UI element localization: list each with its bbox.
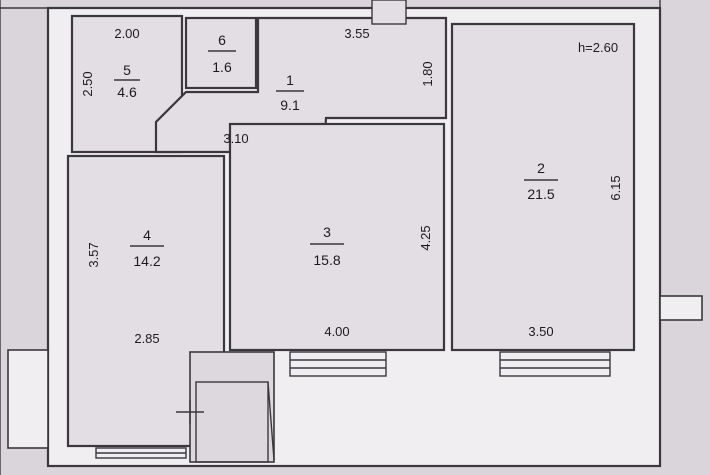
dim-room4-height: 3.57: [86, 242, 101, 267]
room-5-number: 5: [123, 62, 131, 78]
window-room3: [289, 351, 387, 377]
dim-room1-top: 3.55: [344, 26, 369, 41]
room-3-label: 3 15.8: [310, 224, 344, 268]
room-4-area: 14.2: [133, 253, 160, 269]
room-2-area: 21.5: [527, 186, 554, 202]
balcony: [176, 351, 275, 463]
room-6-area: 1.6: [212, 59, 232, 75]
room-4-label: 4 14.2: [130, 227, 164, 269]
dim-room2-width: 3.50: [528, 324, 553, 339]
ceiling-height-label: h=2.60: [578, 40, 618, 55]
room-4-number: 4: [143, 227, 151, 243]
window-room2: [499, 351, 611, 377]
room-3-area: 15.8: [313, 252, 340, 268]
dim-room1-side: 1.80: [420, 61, 435, 86]
dim-room4-width: 2.85: [134, 331, 159, 346]
dim-room5-width: 2.00: [114, 26, 139, 41]
room-5-area: 4.6: [117, 84, 137, 100]
room-3-number: 3: [323, 224, 331, 240]
dim-room3-height: 4.25: [418, 225, 433, 250]
room-6-number: 6: [218, 32, 226, 48]
dim-room5-height: 2.50: [80, 71, 95, 96]
room-2-label: 2 21.5: [524, 160, 558, 202]
right-notch: [659, 295, 703, 321]
room-3: [228, 122, 446, 352]
room-2-number: 2: [537, 160, 545, 176]
room-1-area: 9.1: [280, 97, 300, 113]
left-stub-wall: [0, 0, 49, 475]
dim-room1-bottom: 3.10: [223, 131, 248, 146]
room-1-label: 1 9.1: [276, 72, 304, 113]
room-6: [184, 16, 258, 90]
room-2: [450, 22, 636, 352]
room-6-label: 6 1.6: [208, 32, 236, 75]
entry-door: [371, 0, 407, 25]
room-5-label: 5 4.6: [114, 62, 140, 100]
dim-room3-width: 4.00: [324, 324, 349, 339]
window-room4: [95, 447, 187, 459]
dim-room2-height: 6.15: [608, 175, 623, 200]
room-1-number: 1: [286, 72, 294, 88]
